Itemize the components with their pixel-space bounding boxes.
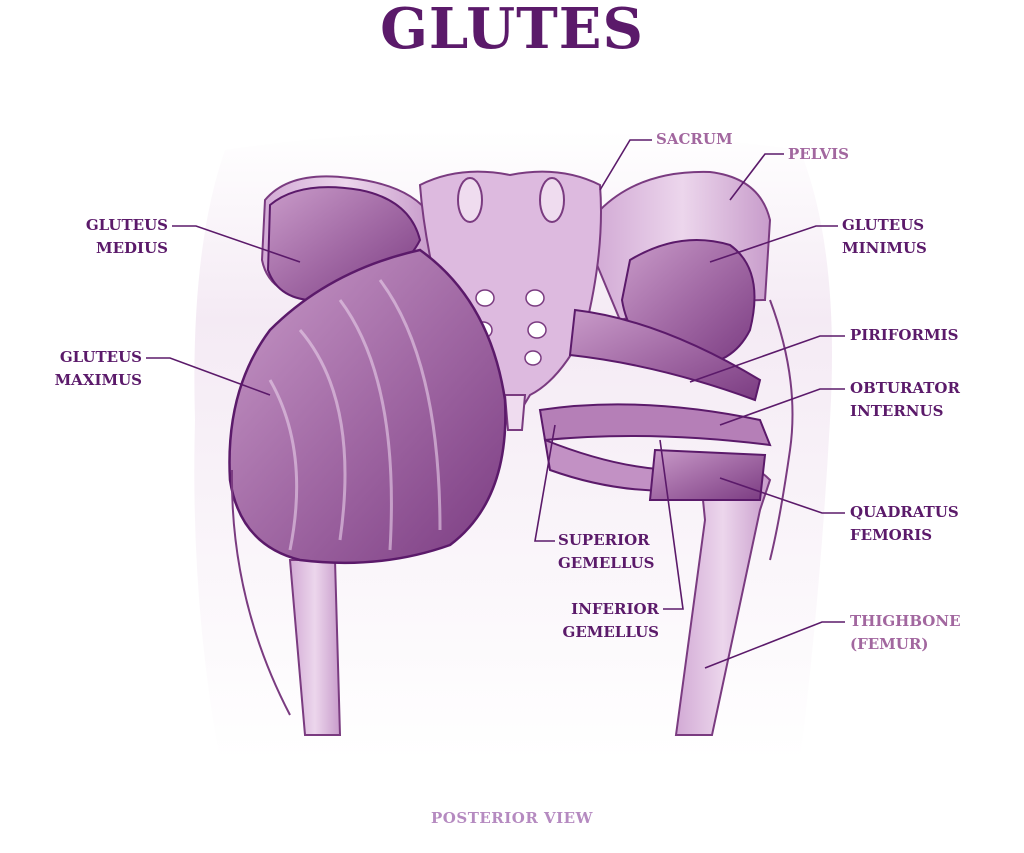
label-quadratus-femoris: QUADRATUS FEMORIS: [850, 501, 959, 547]
label-gluteus-maximus: GLUTEUS MAXIMUS: [10, 346, 142, 392]
coccyx: [505, 395, 525, 430]
label-obturator-internus: OBTURATOR INTERNUS: [850, 377, 960, 423]
label-inferior-gemellus: INFERIOR GEMELLUS: [520, 598, 659, 644]
label-gluteus-minimus: GLUTEUS MINIMUS: [842, 214, 927, 260]
label-thighbone: THIGHBONE (FEMUR): [850, 610, 961, 656]
label-piriformis: PIRIFORMIS: [850, 324, 958, 347]
label-superior-gemellus: SUPERIOR GEMELLUS: [558, 529, 654, 575]
label-pelvis: PELVIS: [788, 143, 849, 166]
sacrum-process-left: [458, 178, 482, 222]
label-gluteus-medius: GLUTEUS MEDIUS: [40, 214, 168, 260]
label-sacrum: SACRUM: [656, 128, 733, 151]
view-caption: POSTERIOR VIEW: [0, 809, 1024, 827]
sacrum-process-right: [540, 178, 564, 222]
